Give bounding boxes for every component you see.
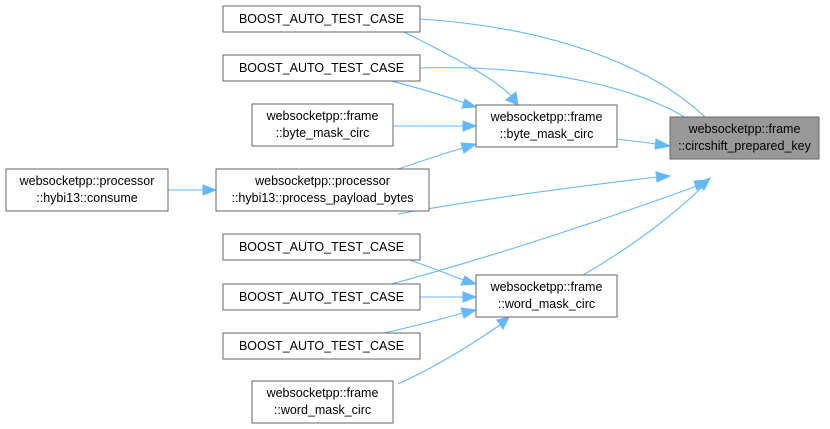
edge-byte-mask-circ-overload-to-byte-mask-circ xyxy=(393,120,478,132)
node-label-line-2: ::hybi13::process_payload_bytes xyxy=(231,191,413,205)
edge-process-payload-bytes-to-byte-mask-circ xyxy=(397,142,478,170)
node-label: BOOST_AUTO_TEST_CASE xyxy=(239,12,404,26)
node-byte-mask-circ[interactable]: websocketpp::frame ::byte_mask_circ xyxy=(475,104,618,148)
edge-byte-mask-circ-to-target xyxy=(616,138,672,150)
node-boost-auto-test-case-2[interactable]: BOOST_AUTO_TEST_CASE xyxy=(222,54,421,82)
node-label: BOOST_AUTO_TEST_CASE xyxy=(239,290,404,304)
node-boost-auto-test-case-3[interactable]: BOOST_AUTO_TEST_CASE xyxy=(222,233,421,261)
node-label-line-2: ::byte_mask_circ xyxy=(276,126,370,140)
node-label-line-1: websocketpp::processor xyxy=(19,174,155,188)
node-label-line-1: websocketpp::frame xyxy=(688,122,801,136)
node-label-line-1: websocketpp::frame xyxy=(266,386,379,400)
node-label-line-2: ::circshift_prepared_key xyxy=(678,139,811,153)
node-label-line-2: ::hybi13::consume xyxy=(36,191,137,205)
node-label-line-1: websocketpp::frame xyxy=(266,109,379,123)
node-consume[interactable]: websocketpp::processor ::hybi13::consume xyxy=(5,168,169,212)
node-circshift-prepared-key[interactable]: websocketpp::frame ::circshift_prepared_… xyxy=(669,116,820,160)
node-boost-auto-test-case-1[interactable]: BOOST_AUTO_TEST_CASE xyxy=(222,5,421,33)
node-word-mask-circ-overload[interactable]: websocketpp::frame ::word_mask_circ xyxy=(251,380,394,424)
node-label: BOOST_AUTO_TEST_CASE xyxy=(239,339,404,353)
node-label-line-1: websocketpp::frame xyxy=(490,280,603,294)
edge-process-payload-bytes-to-target xyxy=(397,171,672,215)
node-boost-auto-test-case-4[interactable]: BOOST_AUTO_TEST_CASE xyxy=(222,283,421,311)
node-byte-mask-circ-overload[interactable]: websocketpp::frame ::byte_mask_circ xyxy=(251,103,394,147)
node-word-mask-circ[interactable]: websocketpp::frame ::word_mask_circ xyxy=(475,274,618,318)
node-boost-auto-test-case-5[interactable]: BOOST_AUTO_TEST_CASE xyxy=(222,332,421,360)
edges xyxy=(168,18,720,385)
node-label: BOOST_AUTO_TEST_CASE xyxy=(239,240,404,254)
edge-test4-to-word-mask-circ xyxy=(420,291,478,303)
node-label-line-1: websocketpp::frame xyxy=(490,110,603,124)
edge-test2-to-byte-mask-circ xyxy=(379,77,478,109)
edge-word-mask-circ-overload-to-word-mask-circ xyxy=(397,316,510,385)
edge-test5-to-word-mask-circ xyxy=(383,307,478,334)
edge-test1-to-byte-mask-circ xyxy=(397,28,519,106)
node-label: BOOST_AUTO_TEST_CASE xyxy=(239,61,404,75)
node-label-line-2: ::word_mask_circ xyxy=(274,403,371,417)
nodes: websocketpp::frame ::circshift_prepared_… xyxy=(5,5,820,424)
edge-test4-to-target xyxy=(383,179,710,287)
node-label-line-2: ::byte_mask_circ xyxy=(500,127,594,141)
node-process-payload-bytes[interactable]: websocketpp::processor ::hybi13::process… xyxy=(215,168,430,212)
edge-word-mask-circ-to-target xyxy=(582,177,712,276)
node-label-line-1: websocketpp::processor xyxy=(254,174,390,188)
edge-consume-to-process-payload-bytes xyxy=(168,184,218,196)
node-label-line-2: ::word_mask_circ xyxy=(498,297,595,311)
